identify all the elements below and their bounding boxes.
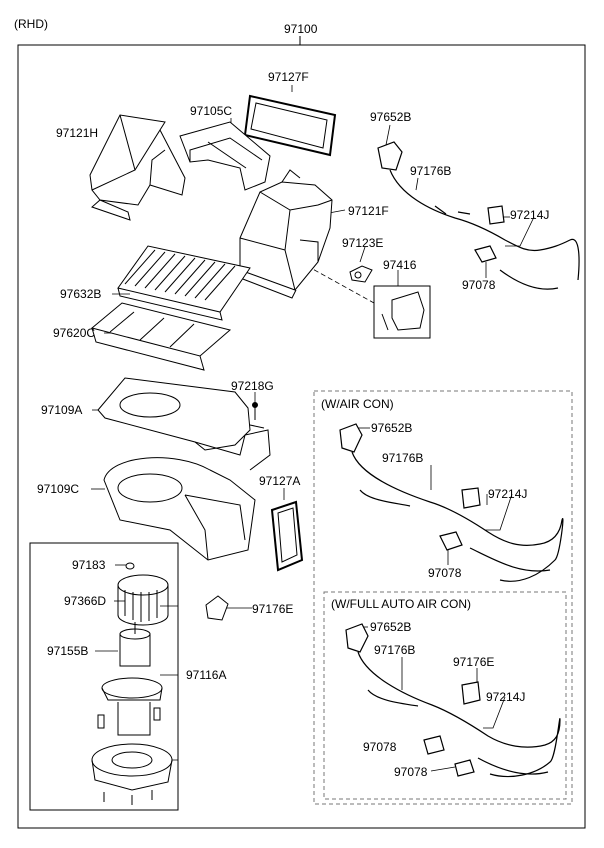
part-label-97105C: 97105C [190, 104, 233, 118]
filter-frame-97620C [90, 302, 232, 371]
air-con-frame [313, 390, 573, 805]
blower-motor-parts [91, 562, 173, 805]
screw-97218G [252, 402, 258, 420]
part-label-97218G: 97218G [231, 379, 274, 393]
part-label-97127A: 97127A [259, 474, 301, 488]
part-label-97155B: 97155B [47, 644, 89, 658]
part-label-97214J-air-con: 97214J [488, 487, 528, 501]
part-label-97652B-upper: 97652B [370, 110, 412, 124]
case-97121F [234, 169, 333, 299]
case-97109C [103, 457, 256, 561]
part-label-97127F: 97127F [268, 70, 309, 84]
part-label-97416: 97416 [383, 258, 417, 272]
filter-97632B [117, 245, 251, 321]
case-97109A [97, 377, 271, 471]
part-label-97620C: 97620C [53, 326, 96, 340]
part-label-97214J-full-auto: 97214J [486, 690, 526, 704]
part-label-97366D: 97366D [64, 594, 107, 608]
harness-upper [377, 141, 580, 290]
part-label-97214J-upper: 97214J [510, 208, 550, 222]
harness-full-auto [345, 623, 561, 778]
clip-97123E [349, 265, 373, 283]
actuator-97416 [373, 285, 431, 339]
assembly-label: 97100 [284, 22, 318, 36]
main-frame [17, 44, 586, 829]
full-auto-frame [323, 591, 567, 800]
part-label-97652B-air-con: 97652B [371, 421, 413, 435]
harness-air-con [339, 423, 564, 582]
part-label-97121F: 97121F [348, 204, 389, 218]
part-label-97109C: 97109C [37, 482, 80, 496]
part-label-97121H: 97121H [56, 126, 99, 140]
part-label-97176E-main: 97176E [252, 602, 294, 616]
part-label-97652B-full-auto: 97652B [370, 620, 412, 634]
part-label-97183: 97183 [72, 558, 106, 572]
gasket-97127F [243, 94, 337, 157]
part-label-97176B-full-auto: 97176B [374, 643, 416, 657]
part-label-97176E-full-auto: 97176E [453, 655, 495, 669]
gasket-97127A [270, 500, 304, 572]
part-label-97078-full-auto-2: 97078 [394, 765, 428, 779]
connector-97176E-a [205, 595, 229, 621]
part-label-97109A: 97109A [41, 403, 83, 417]
group-label-full-auto: (W/FULL AUTO AIR CON) [331, 597, 472, 611]
variant-label: (RHD) [14, 17, 48, 31]
part-label-97176B-air-con: 97176B [382, 451, 424, 465]
part-label-97123E: 97123E [342, 236, 384, 250]
part-label-97078-full-auto-1: 97078 [363, 740, 397, 754]
part-label-97632B: 97632B [60, 287, 102, 301]
part-label-97078-air-con: 97078 [428, 566, 462, 580]
group-label-air-con: (W/AIR CON) [321, 397, 394, 411]
duct-97105C [179, 121, 271, 191]
part-label-97176B-upper: 97176B [410, 164, 452, 178]
part-label-97078-upper: 97078 [462, 278, 496, 292]
case-97121H [89, 114, 186, 221]
part-label-97116A: 97116A [186, 668, 227, 682]
